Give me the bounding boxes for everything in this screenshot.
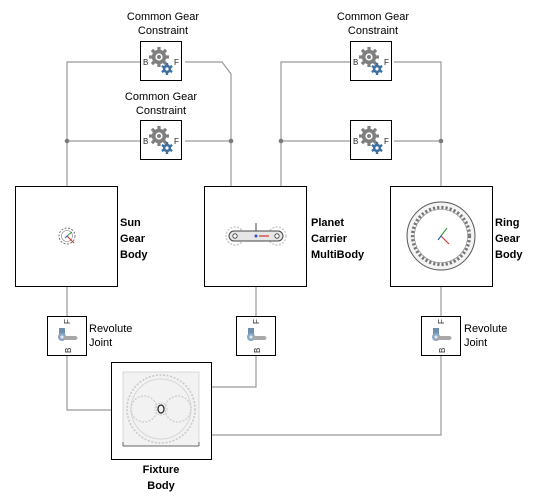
port-f-label: F bbox=[174, 58, 179, 67]
sun-gear-body-block[interactable] bbox=[15, 186, 118, 287]
port-f-label: F bbox=[63, 319, 72, 324]
wire-joint-right-to-fixture bbox=[212, 355, 442, 436]
port-b-label: B bbox=[253, 348, 262, 353]
gear-constraint-top-left[interactable]: B F bbox=[140, 41, 182, 81]
port-f-label: F bbox=[384, 137, 389, 146]
wire-sun-to-gear-top-left bbox=[66, 61, 140, 186]
wire-carrier-to-gear-top-right bbox=[280, 61, 350, 186]
junction-dots bbox=[64, 138, 444, 144]
port-f-label: F bbox=[437, 319, 446, 324]
port-b-label: B bbox=[64, 348, 73, 353]
gear-constraint-top-right-label: Common Gear Constraint bbox=[336, 11, 410, 37]
sun-gear-body-label: Sun Gear Body bbox=[120, 217, 148, 261]
wire-joint-mid-to-fixture bbox=[212, 355, 257, 388]
revolute-joint-mid[interactable]: B F bbox=[236, 316, 276, 356]
connection-lines bbox=[66, 61, 442, 436]
revolute-joint-right-label: Revolute Joint bbox=[464, 323, 508, 349]
gear-constraint-mid-left[interactable]: B F bbox=[140, 120, 182, 160]
port-f-label: F bbox=[384, 58, 389, 67]
gear-constraint-mid-left-label: Common Gear Constraint bbox=[124, 91, 198, 117]
planet-carrier-block[interactable] bbox=[204, 186, 307, 287]
wire-joint-left-to-fixture bbox=[66, 355, 111, 411]
fixture-body-label: Fixture Body bbox=[142, 464, 180, 492]
carrier-icon bbox=[225, 223, 287, 246]
sun-gear-icon bbox=[58, 227, 76, 245]
port-b-label: B bbox=[353, 137, 358, 146]
fixture-body-block[interactable] bbox=[111, 362, 212, 460]
planet-carrier-label: Planet Carrier MultiBody bbox=[311, 217, 365, 261]
ring-gear-icon bbox=[406, 201, 476, 271]
gear-constraint-mid-right[interactable]: B F bbox=[350, 120, 392, 160]
gear-constraint-top-right[interactable]: B F bbox=[350, 41, 392, 81]
port-f-label: F bbox=[252, 319, 261, 324]
port-f-label: F bbox=[174, 137, 179, 146]
gear-constraint-top-left-label: Common Gear Constraint bbox=[126, 11, 200, 37]
port-b-label: B bbox=[143, 58, 148, 67]
fixture-gear-assembly-icon bbox=[122, 371, 200, 447]
port-b-label: B bbox=[143, 137, 148, 146]
wire-gear-top-right-to-ring bbox=[394, 61, 442, 186]
ring-gear-body-block[interactable] bbox=[390, 186, 493, 287]
wire-gear-top-left-to-carrier bbox=[185, 61, 232, 186]
port-b-label: B bbox=[353, 58, 358, 67]
port-b-label: B bbox=[438, 348, 447, 353]
revolute-joint-right[interactable]: B F bbox=[421, 316, 461, 356]
ring-gear-body-label: Ring Gear Body bbox=[495, 217, 523, 261]
revolute-joint-left[interactable]: B F bbox=[47, 316, 87, 356]
revolute-joint-left-label: Revolute Joint bbox=[89, 323, 133, 349]
